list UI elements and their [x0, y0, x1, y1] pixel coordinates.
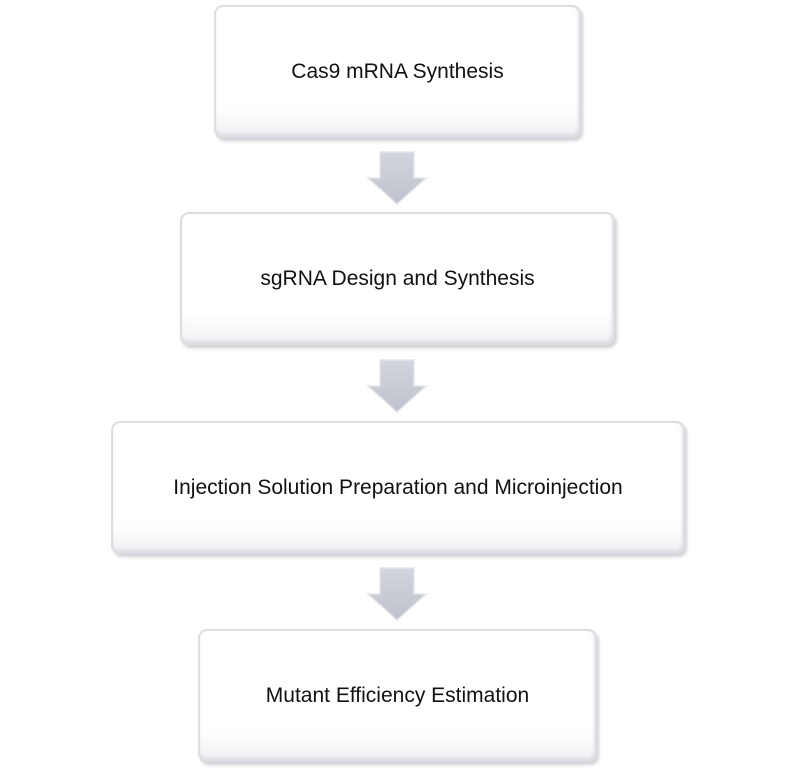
flow-step-cas9-mrna-synthesis: Cas9 mRNA Synthesis: [214, 5, 581, 138]
down-arrow-icon: [366, 567, 428, 622]
step-label: Mutant Efficiency Estimation: [265, 683, 530, 707]
step-label: Injection Solution Preparation and Micro…: [173, 475, 623, 499]
flow-step-injection-preparation: Injection Solution Preparation and Micro…: [111, 421, 685, 554]
down-arrow-icon: [366, 151, 428, 206]
down-arrow-icon: [366, 359, 428, 414]
flow-step-mutant-efficiency: Mutant Efficiency Estimation: [198, 629, 597, 762]
step-label: Cas9 mRNA Synthesis: [291, 59, 504, 83]
flow-step-sgrna-design: sgRNA Design and Synthesis: [180, 212, 615, 345]
step-label: sgRNA Design and Synthesis: [260, 266, 535, 290]
